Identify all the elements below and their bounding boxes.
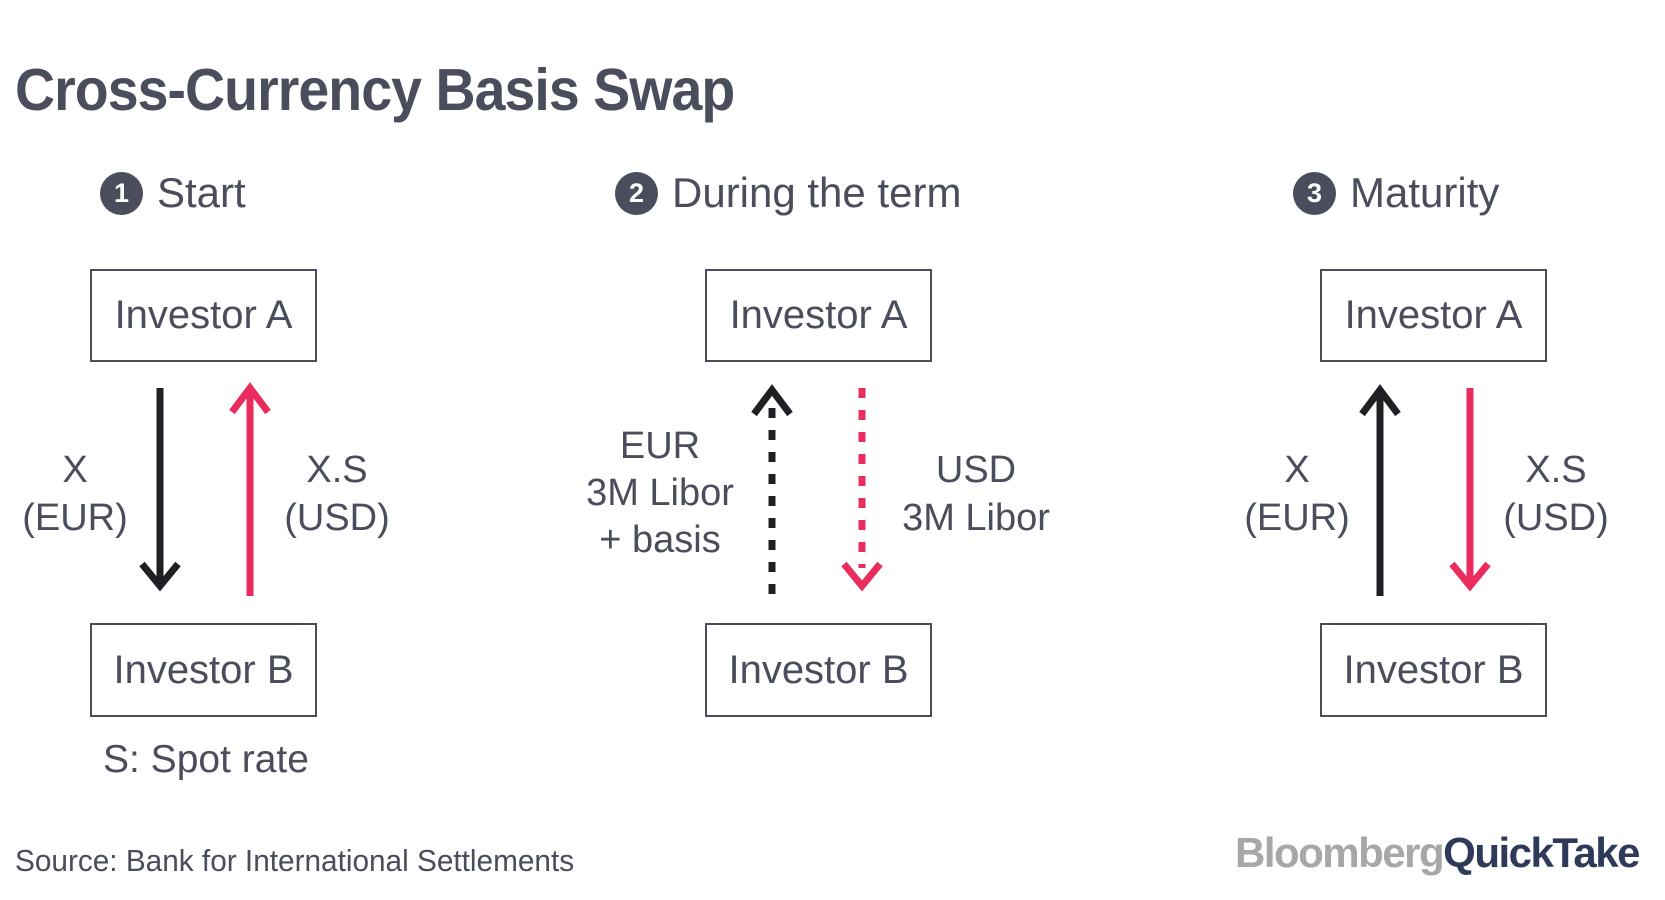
start-flow-arrows <box>139 382 271 596</box>
panel-during-term-header: 2 During the term <box>615 169 961 217</box>
page-title: Cross-Currency Basis Swap <box>15 56 735 123</box>
investor-a-box: Investor A <box>90 269 317 362</box>
eur-principal-label: X (EUR) <box>22 449 128 539</box>
usd-principal-label: X.S (USD) <box>284 449 390 539</box>
eur-libor-label: EUR 3M Libor + basis <box>586 425 734 561</box>
usd-principal-down-arrow <box>1449 388 1491 592</box>
investor-a-box: Investor A <box>705 269 932 362</box>
investor-b-box: Investor B <box>705 623 932 717</box>
eur-principal-down-arrow <box>139 388 181 592</box>
spot-rate-note: S: Spot rate <box>103 738 309 781</box>
panel-maturity-heading: Maturity <box>1350 169 1500 216</box>
source-attribution: Source: Bank for International Settlemen… <box>15 843 575 878</box>
usd-principal-label: X.S (USD) <box>1503 449 1609 539</box>
step-3-badge: 3 <box>1293 171 1336 215</box>
interest-flow-arrows <box>751 384 883 594</box>
panel-start-heading: Start <box>157 169 246 216</box>
investor-a-box: Investor A <box>1320 269 1547 362</box>
investor-b-box: Investor B <box>1320 623 1547 717</box>
logo-bloomberg: Bloomberg <box>1235 829 1445 876</box>
panel-during-term-heading: During the term <box>672 169 962 216</box>
panel-maturity-header: 3 Maturity <box>1293 169 1499 217</box>
usd-libor-down-dashed-arrow <box>841 388 883 592</box>
eur-libor-up-dashed-arrow <box>751 384 793 594</box>
logo-quicktake: QuickTake <box>1443 829 1640 876</box>
eur-principal-label: X (EUR) <box>1244 449 1350 539</box>
investor-b-box: Investor B <box>90 623 317 717</box>
eur-principal-up-arrow <box>1359 384 1401 596</box>
panel-start-header: 1 Start <box>100 169 246 217</box>
bloomberg-quicktake-logo: BloombergQuickTake <box>1235 829 1640 877</box>
step-1-badge: 1 <box>100 171 143 215</box>
maturity-flow-arrows <box>1359 384 1491 596</box>
usd-principal-up-arrow <box>229 382 271 596</box>
usd-libor-label: USD 3M Libor <box>902 449 1050 539</box>
step-2-badge: 2 <box>615 171 658 215</box>
